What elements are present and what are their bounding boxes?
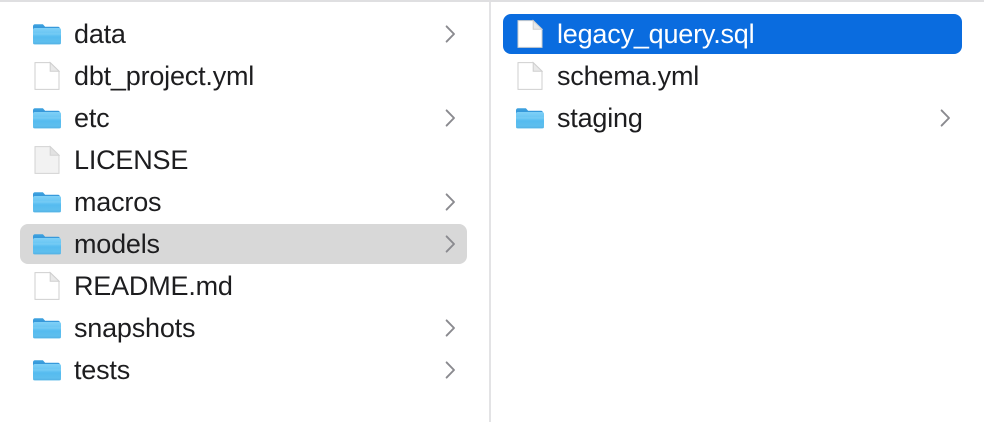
finder-row-models[interactable]: models <box>20 224 467 264</box>
plain-document-icon <box>32 145 62 175</box>
finder-row-label: README.md <box>74 271 233 301</box>
document-icon <box>515 61 545 91</box>
disclosure-chevron-right-icon[interactable] <box>938 107 952 129</box>
disclosure-chevron-right-icon[interactable] <box>443 23 457 45</box>
finder-row-schema-yml[interactable]: schema.yml <box>503 56 962 96</box>
finder-row-label: macros <box>74 187 162 217</box>
finder-row-label: LICENSE <box>74 145 189 175</box>
finder-row-legacy-query-sql[interactable]: legacy_query.sql <box>503 14 962 54</box>
document-icon <box>32 61 62 91</box>
finder-row-dbt-project-yml[interactable]: dbt_project.yml <box>20 56 467 96</box>
finder-row-label: dbt_project.yml <box>74 61 255 91</box>
folder-icon <box>32 313 62 343</box>
document-icon <box>515 19 545 49</box>
finder-row-label: data <box>74 19 126 49</box>
finder-column-models: legacy_query.sql schema.yml staging <box>491 2 984 422</box>
disclosure-chevron-right-icon[interactable] <box>443 191 457 213</box>
finder-row-staging[interactable]: staging <box>503 98 962 138</box>
finder-row-etc[interactable]: etc <box>20 98 467 138</box>
finder-row-readme-md[interactable]: README.md <box>20 266 467 306</box>
folder-icon <box>515 103 545 133</box>
finder-row-label: legacy_query.sql <box>557 19 755 49</box>
finder-row-label: snapshots <box>74 313 196 343</box>
finder-row-data[interactable]: data <box>20 14 467 54</box>
disclosure-chevron-right-icon[interactable] <box>443 107 457 129</box>
folder-icon <box>32 187 62 217</box>
finder-row-label: staging <box>557 103 643 133</box>
folder-icon <box>32 19 62 49</box>
finder-row-label: schema.yml <box>557 61 700 91</box>
finder-row-license[interactable]: LICENSE <box>20 140 467 180</box>
folder-icon <box>32 103 62 133</box>
folder-icon <box>32 229 62 259</box>
finder-row-tests[interactable]: tests <box>20 350 467 390</box>
disclosure-chevron-right-icon[interactable] <box>443 359 457 381</box>
disclosure-chevron-right-icon[interactable] <box>443 317 457 339</box>
finder-row-label: models <box>74 229 160 259</box>
finder-row-snapshots[interactable]: snapshots <box>20 308 467 348</box>
disclosure-chevron-right-icon[interactable] <box>443 233 457 255</box>
folder-icon <box>32 355 62 385</box>
finder-row-label: etc <box>74 103 110 133</box>
document-icon <box>32 271 62 301</box>
finder-row-label: tests <box>74 355 131 385</box>
finder-row-macros[interactable]: macros <box>20 182 467 222</box>
